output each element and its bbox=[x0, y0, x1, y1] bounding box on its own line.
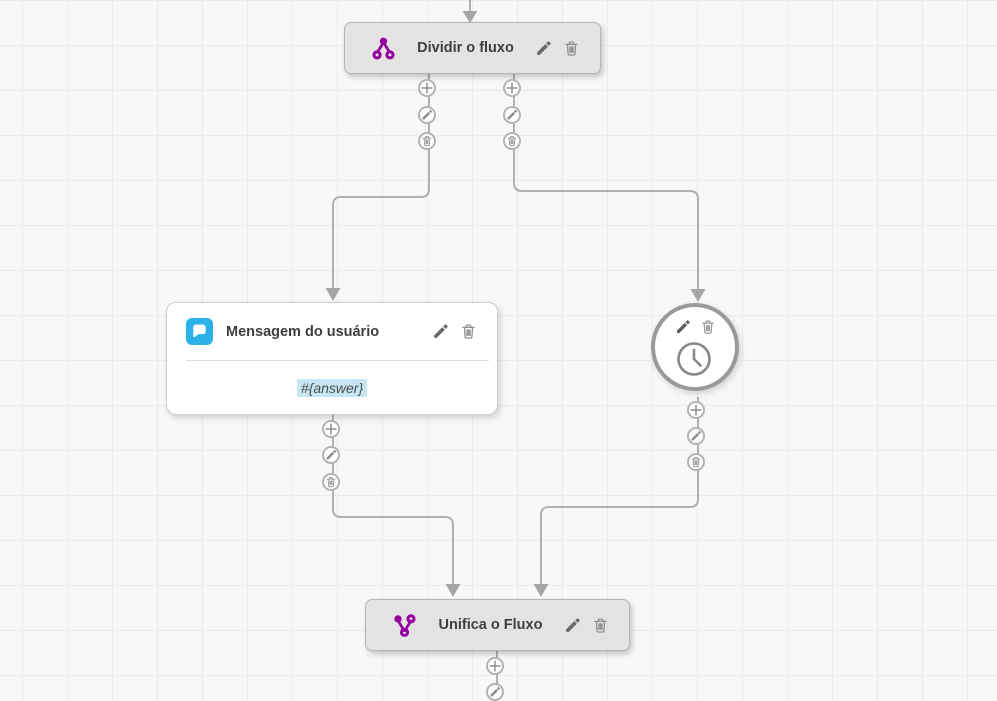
trash-icon bbox=[690, 456, 702, 468]
delete-node-button[interactable] bbox=[700, 319, 716, 335]
plus-icon bbox=[506, 82, 518, 94]
plus-icon bbox=[421, 82, 433, 94]
edit-node-button[interactable] bbox=[535, 40, 552, 57]
connection-timer-to-merge bbox=[540, 397, 699, 584]
plus-icon bbox=[690, 404, 702, 416]
chat-bubble-icon bbox=[186, 318, 213, 345]
pencil-icon bbox=[506, 109, 518, 121]
edit-node-button[interactable] bbox=[675, 319, 691, 335]
split-flow-icon bbox=[371, 36, 396, 61]
plus-icon bbox=[325, 423, 337, 435]
trash-icon bbox=[700, 319, 716, 335]
arrowhead-into-message bbox=[325, 288, 341, 301]
arrowhead-into-split bbox=[462, 11, 478, 23]
edit-node-button[interactable] bbox=[564, 617, 581, 634]
connector-edit-button[interactable] bbox=[418, 106, 436, 124]
trash-icon bbox=[592, 617, 609, 634]
connector-add-button[interactable] bbox=[418, 79, 436, 97]
connector-delete-button[interactable] bbox=[322, 473, 340, 491]
connection-split-to-message bbox=[332, 74, 430, 288]
node-split-flow[interactable]: Dividir o fluxo bbox=[344, 22, 601, 74]
connector-add-button[interactable] bbox=[503, 79, 521, 97]
node-title: Unifica o Fluxo bbox=[438, 617, 543, 633]
node-title: Dividir o fluxo bbox=[417, 40, 514, 56]
delete-node-button[interactable] bbox=[563, 40, 580, 57]
plus-icon bbox=[489, 660, 501, 672]
connector-add-button[interactable] bbox=[322, 420, 340, 438]
connector-edit-button[interactable] bbox=[322, 446, 340, 464]
node-timer[interactable] bbox=[651, 303, 739, 391]
connection-split-to-timer bbox=[513, 74, 699, 289]
connector-add-button[interactable] bbox=[486, 657, 504, 675]
connector-edit-button[interactable] bbox=[687, 427, 705, 445]
connector-edit-button[interactable] bbox=[503, 106, 521, 124]
node-title: Mensagem do usuário bbox=[226, 323, 380, 340]
divider bbox=[186, 360, 489, 361]
node-user-message[interactable]: Mensagem do usuário #{answer} bbox=[166, 302, 498, 415]
trash-icon bbox=[563, 40, 580, 57]
connection-message-to-merge bbox=[332, 415, 454, 584]
connector-edit-button[interactable] bbox=[486, 683, 504, 701]
message-variable-value: #{answer} bbox=[296, 379, 368, 397]
arrowhead-into-merge-left bbox=[445, 584, 461, 597]
connector-delete-button[interactable] bbox=[687, 453, 705, 471]
connector-delete-button[interactable] bbox=[503, 132, 521, 150]
delete-node-button[interactable] bbox=[460, 323, 477, 340]
pencil-icon bbox=[535, 40, 552, 57]
connector-add-button[interactable] bbox=[687, 401, 705, 419]
node-merge-flow[interactable]: Unifica o Fluxo bbox=[365, 599, 630, 651]
pencil-icon bbox=[432, 323, 449, 340]
pencil-icon bbox=[690, 430, 702, 442]
arrowhead-into-merge-right bbox=[533, 584, 549, 597]
edit-node-button[interactable] bbox=[432, 323, 449, 340]
trash-icon bbox=[325, 476, 337, 488]
merge-flow-icon bbox=[392, 613, 417, 638]
pencil-icon bbox=[489, 686, 501, 698]
trash-icon bbox=[506, 135, 518, 147]
arrowhead-into-timer bbox=[690, 289, 706, 302]
pencil-icon bbox=[421, 109, 433, 121]
clock-icon bbox=[675, 339, 715, 379]
pencil-icon bbox=[675, 319, 691, 335]
connector-delete-button[interactable] bbox=[418, 132, 436, 150]
pencil-icon bbox=[564, 617, 581, 634]
trash-icon bbox=[460, 323, 477, 340]
pencil-icon bbox=[325, 449, 337, 461]
delete-node-button[interactable] bbox=[592, 617, 609, 634]
trash-icon bbox=[421, 135, 433, 147]
